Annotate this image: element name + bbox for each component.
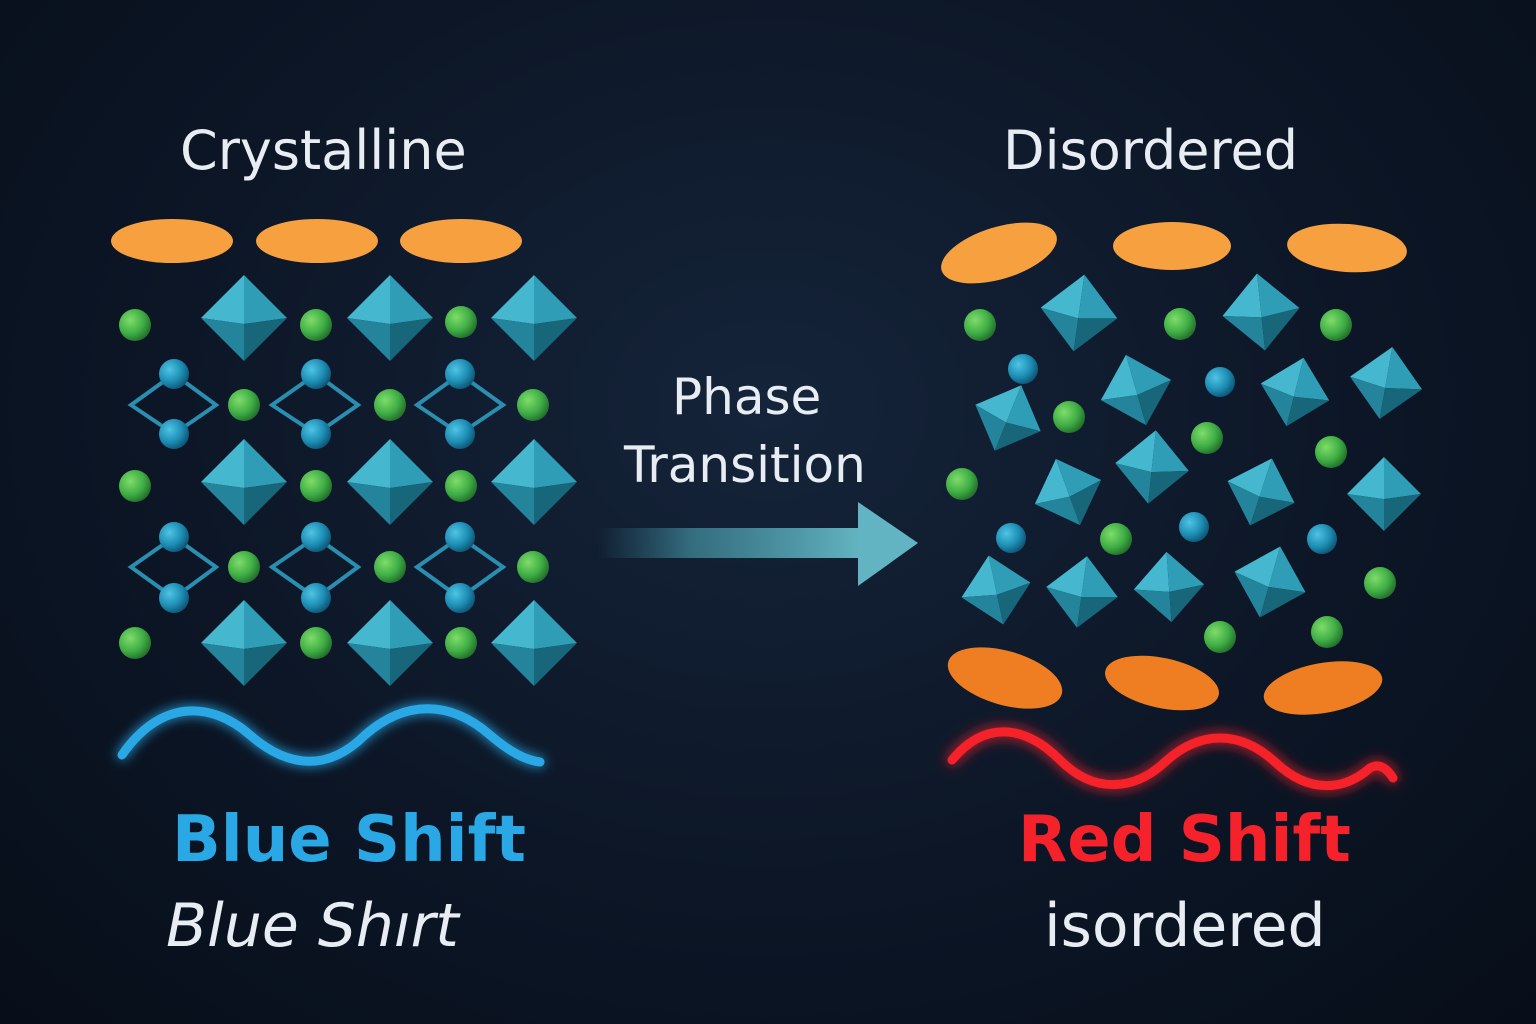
red-shift-subcaption: isordered [1044,891,1326,961]
transition-arrow [598,502,918,586]
organic-cation-row-top-disordered [941,222,1407,284]
green-atoms-ordered [119,306,549,659]
blue-atoms-ordered [159,359,475,613]
red-emission-wave [947,727,1398,790]
disordered-title: Disordered [1003,119,1299,182]
crystalline-title: Crystalline [180,119,467,182]
green-atoms-disordered [946,308,1396,653]
red-shift-caption: Red Shift [1018,803,1351,877]
crystalline-structure [111,219,577,686]
phase-transition-label-line1: Phase [672,368,822,426]
blue-atoms-disordered [996,354,1337,554]
disordered-structure [941,222,1429,715]
organic-cation-row-bottom-disordered [947,647,1383,715]
octahedra-ordered [201,275,577,686]
phase-transition-label-line2: Transition [624,436,866,494]
blue-emission-wave [117,704,545,767]
blue-shift-subcaption: Blue Shırt [166,891,459,961]
organic-cation-row-top [111,219,522,263]
blue-shift-caption: Blue Shift [172,803,526,877]
